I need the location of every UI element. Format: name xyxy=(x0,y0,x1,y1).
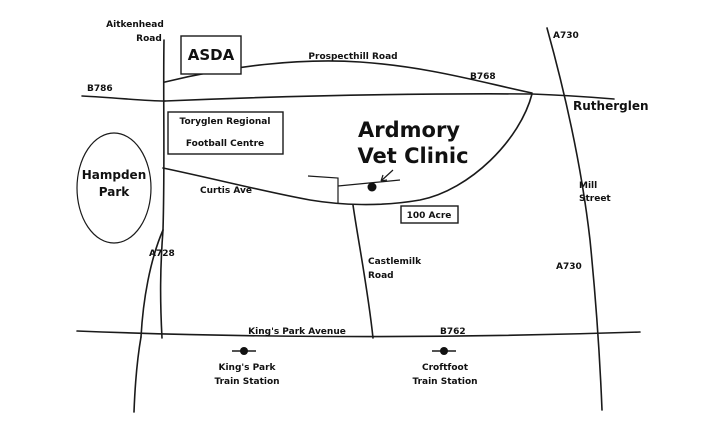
hampden-park-outline xyxy=(76,132,152,244)
kings-park-station-label-2: Train Station xyxy=(214,377,279,387)
croftfoot-station-marker xyxy=(440,347,448,355)
a730-mid-label: A730 xyxy=(556,262,582,272)
curtis-ave-label: Curtis Ave xyxy=(200,186,252,196)
castlemilk-label-1: Castlemilk xyxy=(368,257,422,267)
clinic-marker xyxy=(367,182,377,192)
b762-label: B762 xyxy=(440,327,466,337)
hampden-label-2: Park xyxy=(99,185,130,199)
rutherglen-label: Rutherglen xyxy=(573,99,649,113)
b768-road xyxy=(164,93,615,102)
mill-label-1: Mill xyxy=(579,181,597,191)
kings-park-avenue-road xyxy=(76,330,641,338)
toryglen-box xyxy=(167,111,284,155)
kings-park-station-marker xyxy=(240,347,248,355)
acre-box xyxy=(400,205,459,224)
mill-label-2: Street xyxy=(579,194,611,204)
castlemilk-label-2: Road xyxy=(368,271,394,281)
asda-label: ASDA xyxy=(188,46,235,64)
kings-park-branch-road xyxy=(133,336,142,413)
hampden-label-1: Hampden xyxy=(82,168,147,182)
a728-road xyxy=(140,229,164,338)
aitkenhead-label-1: Aitkenhead xyxy=(106,20,164,30)
clinic-label-1: Ardmory xyxy=(358,118,460,142)
rutherglen-loop-road xyxy=(162,93,533,206)
a730-road xyxy=(546,27,603,411)
kings-park-avenue-label: King's Park Avenue xyxy=(248,327,346,337)
aitkenhead-label-2: Road xyxy=(136,34,162,44)
croftfoot-station-label-2: Train Station xyxy=(412,377,477,387)
clinic-access-road xyxy=(307,175,401,203)
clinic-label-2: Vet Clinic xyxy=(357,144,468,168)
toryglen-label-2: Football Centre xyxy=(186,139,264,149)
toryglen-label-1: Toryglen Regional xyxy=(180,117,271,127)
b786-road xyxy=(81,95,166,102)
croftfoot-station-label-1: Croftfoot xyxy=(422,363,469,373)
b768-label: B768 xyxy=(470,72,496,82)
a728-label: A728 xyxy=(149,249,175,259)
acre-label: 100 Acre xyxy=(407,211,452,221)
castlemilk-road xyxy=(352,204,374,339)
clinic-pointer-arrow xyxy=(380,169,394,182)
prospecthill-label: Prospecthill Road xyxy=(308,52,397,62)
kings-park-station-label-1: King's Park xyxy=(218,363,276,373)
b786-label: B786 xyxy=(87,84,113,94)
asda-box xyxy=(180,35,242,75)
a730-top-label: A730 xyxy=(553,31,579,41)
aitkenhead-road xyxy=(159,39,165,339)
